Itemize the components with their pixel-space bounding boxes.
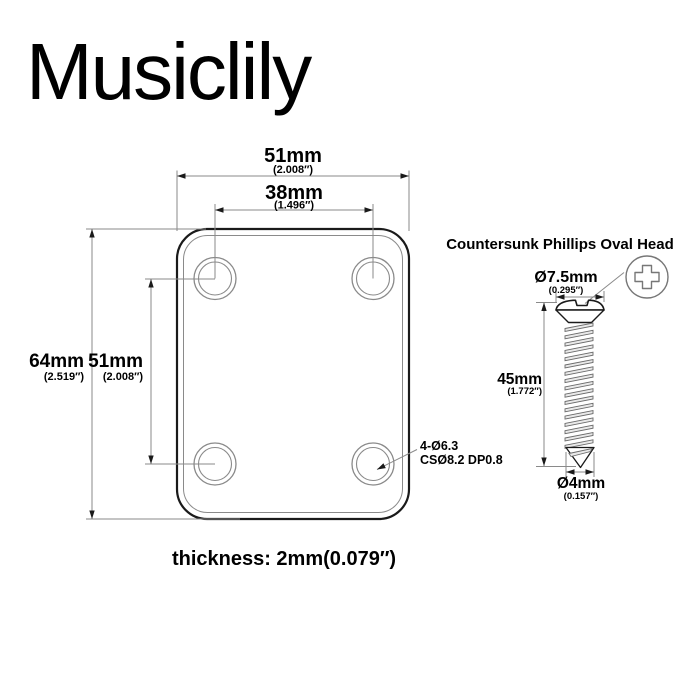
hole-callout-line2: CSØ8.2 DP0.8 bbox=[420, 453, 503, 467]
screw-shank-dim-lines bbox=[565, 452, 595, 477]
plate-dimension-lines bbox=[86, 170, 418, 520]
screw-length-label: 45mm bbox=[497, 371, 542, 388]
brand-logo: Musiclily bbox=[26, 27, 312, 116]
plate-width-label: 51mm bbox=[264, 145, 322, 167]
hole-callout-line1: 4-Ø6.3 bbox=[420, 439, 458, 453]
screw-side-view bbox=[555, 299, 605, 469]
mounting-hole-bottom-right-countersink bbox=[355, 446, 391, 482]
screw-threads bbox=[564, 322, 594, 449]
plate-height-inch-label: (2.519″) bbox=[44, 371, 84, 383]
phillips-cross-icon bbox=[634, 264, 660, 290]
screw-length-dim-lines bbox=[536, 302, 576, 467]
screw-head-dia-label: Ø7.5mm bbox=[534, 269, 597, 286]
plate-width-inch-label: (2.008″) bbox=[273, 164, 313, 176]
screw-length-inch-label: (1.772″) bbox=[507, 386, 542, 397]
plate-inner-outline bbox=[183, 235, 403, 513]
screw-head-dim-lines bbox=[555, 291, 605, 302]
screw-title: Countersunk Phillips Oval Head bbox=[446, 236, 674, 253]
hole-spacing-h-label: 38mm bbox=[265, 182, 323, 204]
plate-height-label: 64mm bbox=[29, 351, 84, 372]
neck-plate-drawing: 51mm (2.008″) 38mm (1.496″) 64mm (2.519″… bbox=[29, 145, 503, 570]
plate-outline bbox=[175, 227, 411, 521]
hole-spacing-v-inch-label: (2.008″) bbox=[103, 371, 143, 383]
phillips-head-icon bbox=[625, 255, 669, 299]
hole-spacing-h-inch-label: (1.496″) bbox=[274, 200, 314, 212]
thickness-note: thickness: 2mm(0.079″) bbox=[172, 548, 396, 570]
screw-drawing: Countersunk Phillips Oval Head bbox=[446, 236, 674, 502]
screw-oval-head bbox=[555, 299, 605, 311]
screw-shank-dia-label: Ø4mm bbox=[557, 475, 605, 492]
mounting-hole-bottom-right bbox=[351, 442, 395, 486]
hole-spacing-v-label: 51mm bbox=[88, 351, 143, 372]
screw-head-dia-inch-label: (0.295″) bbox=[549, 285, 584, 296]
hole-callout-leader bbox=[376, 449, 418, 470]
screw-countersunk-cone bbox=[555, 309, 605, 324]
screw-shank-dia-inch-label: (0.157″) bbox=[564, 491, 599, 502]
screw-tip-thread bbox=[568, 447, 593, 458]
